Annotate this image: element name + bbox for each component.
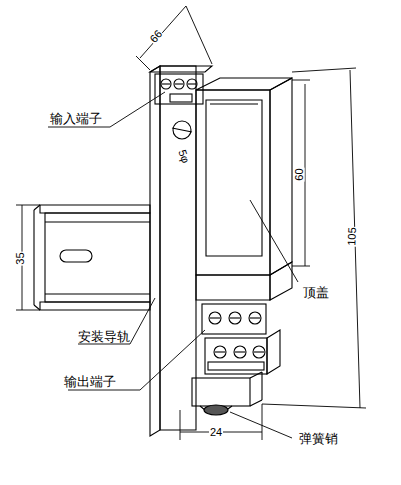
- dimension-value: 24: [209, 427, 223, 438]
- part-label: 输出端子: [64, 375, 116, 388]
- output-terminal-block: [196, 262, 292, 374]
- part-label: 弹簧销: [299, 432, 338, 445]
- dimension-value: 60: [294, 167, 305, 181]
- spring-pin: [192, 372, 262, 415]
- dimension-lines: [16, 6, 366, 440]
- dimension-value: 66: [147, 27, 165, 45]
- din-rail: [34, 205, 150, 310]
- top-cover: [206, 100, 262, 256]
- dimension-value: 105: [346, 226, 358, 247]
- input-terminal-block: [150, 66, 212, 104]
- part-label: 安装导轨: [78, 330, 130, 343]
- part-label: 输入端子: [50, 112, 102, 125]
- module-body: [196, 78, 292, 275]
- dimension-value: 35: [15, 251, 26, 265]
- back-plate: [150, 66, 196, 436]
- part-label: 顶盖: [303, 286, 329, 299]
- hole-diameter: 5φ: [176, 147, 191, 165]
- leader-lines: [48, 92, 298, 438]
